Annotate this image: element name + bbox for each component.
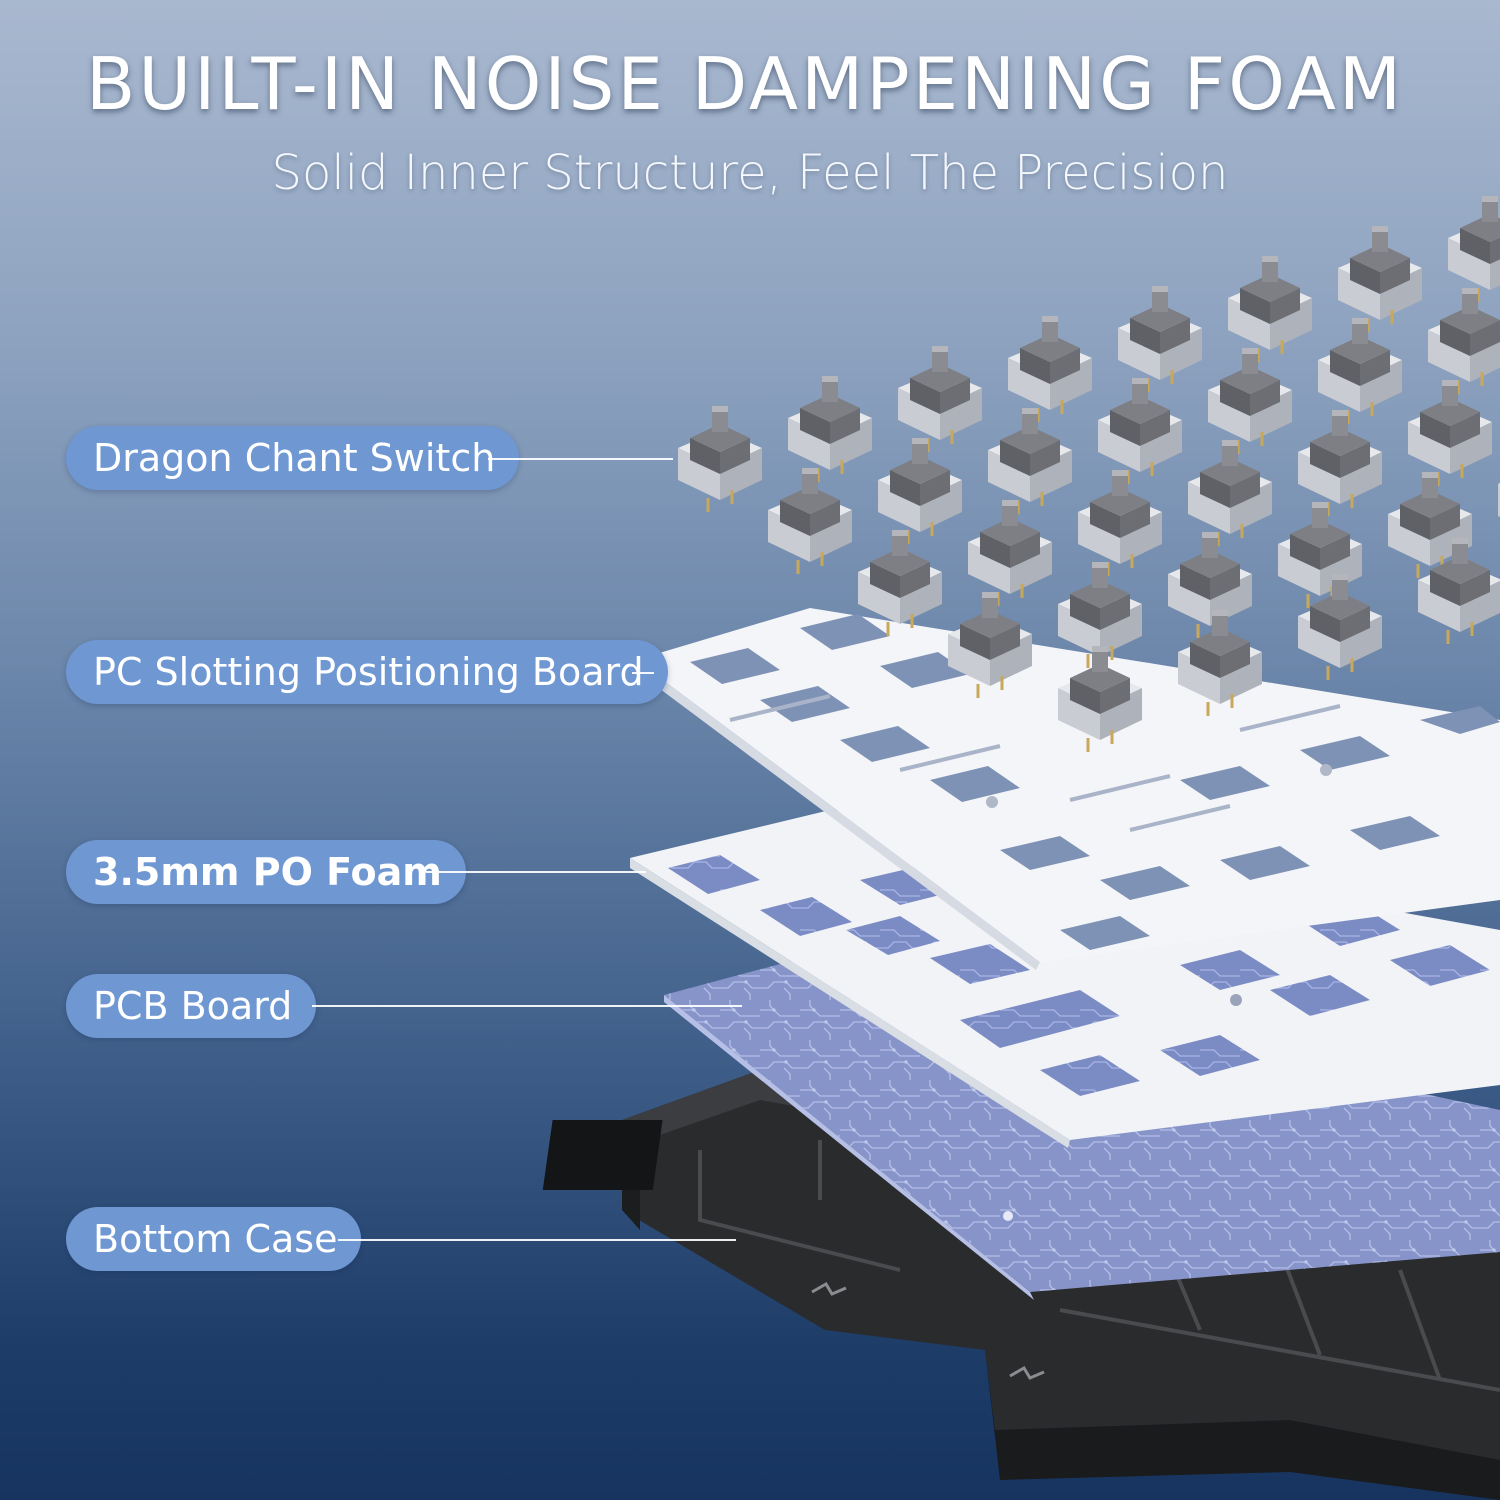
page-subtitle: Solid Inner Structure, Feel The Precisio…: [271, 145, 1229, 201]
switch: [1208, 348, 1292, 454]
switch: [788, 376, 872, 482]
label-pc-positioning-board: PC Slotting Positioning Board: [66, 640, 668, 704]
switch: [1228, 256, 1312, 362]
switch: [858, 530, 942, 636]
switch: [1338, 226, 1422, 332]
switch: [1388, 472, 1472, 578]
leader-line-switch: [488, 458, 673, 460]
switch: [898, 346, 982, 452]
switch: [1008, 316, 1092, 422]
label-dragon-chant-switch: Dragon Chant Switch: [66, 426, 520, 490]
switch: [878, 438, 962, 544]
switch: [1428, 288, 1500, 394]
switch: [1058, 646, 1142, 752]
leader-line-case: [338, 1239, 736, 1241]
switch: [968, 500, 1052, 606]
switch: [1418, 538, 1500, 644]
switch: [1178, 610, 1262, 716]
switch: [988, 408, 1072, 514]
switch: [678, 406, 762, 512]
label-po-foam: 3.5mm PO Foam: [66, 840, 466, 904]
switch: [1058, 562, 1142, 668]
switch: [1188, 440, 1272, 546]
pc-positioning-plate: [632, 608, 1500, 970]
switch: [1298, 410, 1382, 516]
switch: [1408, 380, 1492, 486]
switch: [1448, 196, 1500, 302]
switch: [1168, 532, 1252, 638]
switch: [1098, 378, 1182, 484]
label-pcb-board: PCB Board: [66, 974, 317, 1038]
switch: [768, 468, 852, 574]
switch: [1298, 574, 1382, 680]
switch: [1278, 502, 1362, 608]
label-bottom-case: Bottom Case: [66, 1207, 362, 1271]
switch: [1078, 470, 1162, 576]
switch: [948, 592, 1032, 698]
leader-line-pcb: [312, 1005, 742, 1007]
leader-line-plate: [632, 672, 654, 674]
page-title: BUILT-IN NOISE DAMPENING FOAM: [86, 42, 1404, 126]
leader-line-foam: [426, 871, 646, 873]
switch: [1118, 286, 1202, 392]
switch-array: [678, 196, 1500, 752]
switch: [1318, 318, 1402, 424]
